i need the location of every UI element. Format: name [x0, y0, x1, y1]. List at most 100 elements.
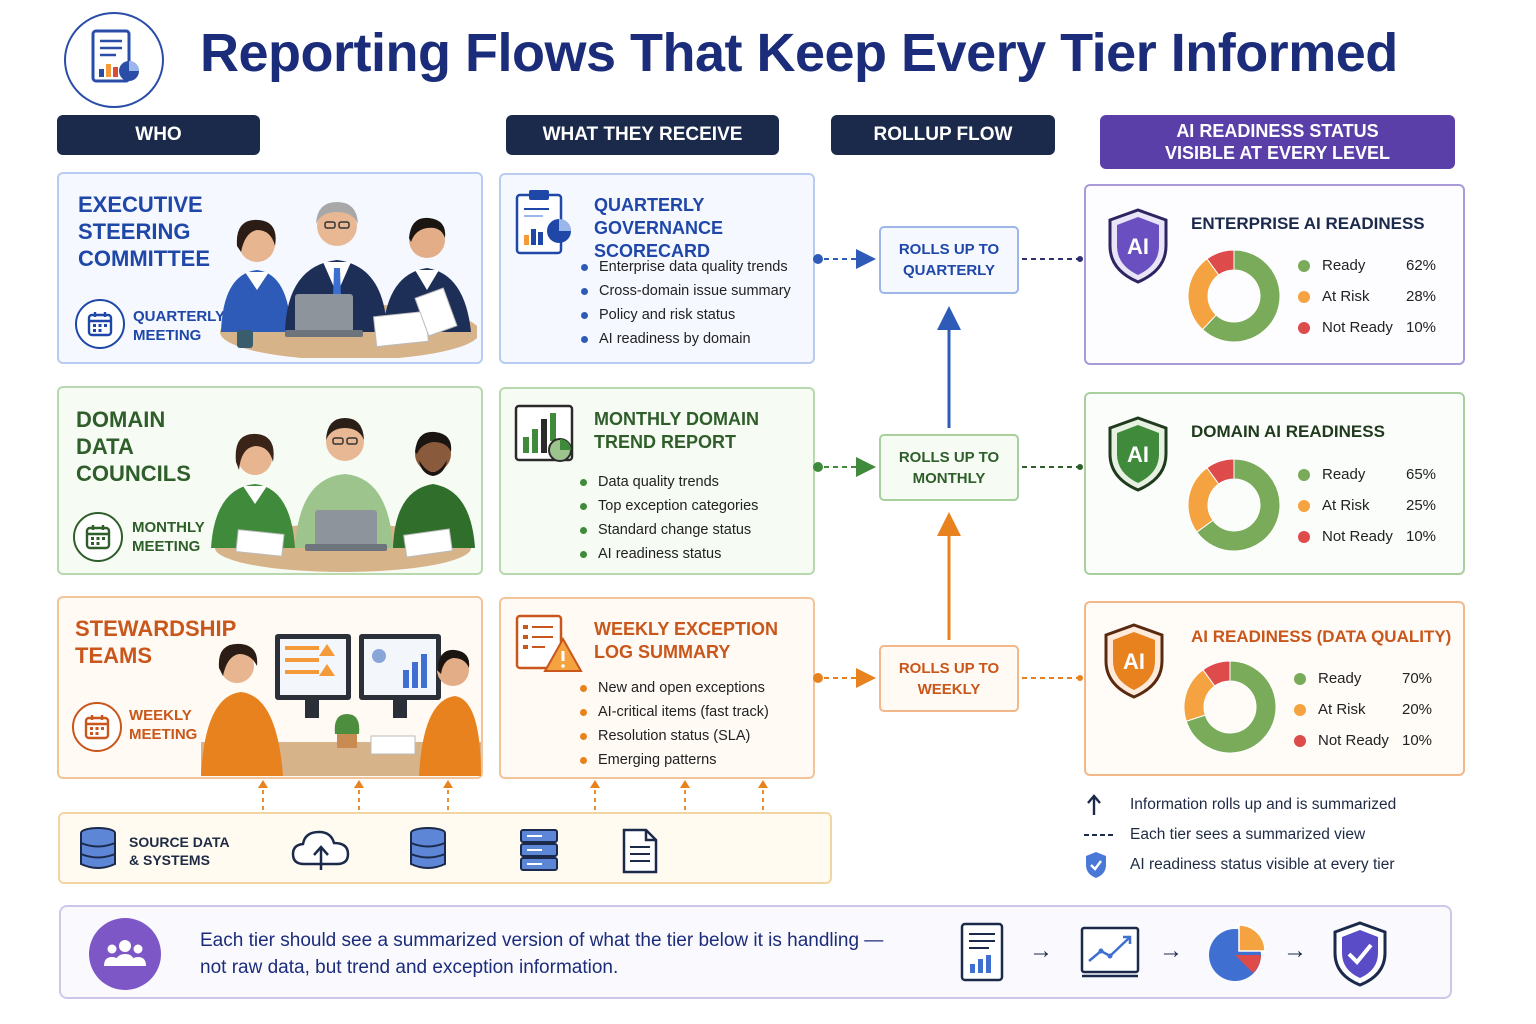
- donut-segment-ready: [1196, 458, 1281, 552]
- ai-shield-icon: AI: [1104, 623, 1164, 699]
- bullet-item: AI-critical items (fast track): [580, 700, 769, 724]
- domain-meeting-illustration: [211, 418, 475, 572]
- receive-title-line: WEEKLY EXCEPTION: [594, 619, 779, 639]
- receive-title: QUARTERLY GOVERNANCE SCORECARD: [594, 194, 813, 263]
- ai-badge-text: AI: [1127, 442, 1149, 467]
- server-icon: [520, 829, 558, 871]
- tier-name-line: COMMITTEE: [78, 246, 210, 271]
- bullet-list: Data quality trends Top exception catego…: [580, 470, 758, 566]
- trend-chart-icon: [1080, 926, 1140, 978]
- tier-name-line: TEAMS: [75, 643, 152, 668]
- executive-meeting-illustration: [220, 202, 477, 358]
- legend-label: Not Ready: [1322, 528, 1393, 545]
- exception-warning-icon: [515, 614, 583, 672]
- receive-card-monthly-trend: MONTHLY DOMAIN TREND REPORT Data quality…: [499, 387, 815, 575]
- legend-label: At Risk: [1322, 497, 1370, 514]
- clipboard-chart-icon: [515, 190, 571, 255]
- column-header-ai-line1: AI READINESS STATUS: [1176, 121, 1379, 141]
- team-icon: [89, 918, 161, 990]
- source-data-band: SOURCE DATA & SYSTEMS: [58, 812, 832, 884]
- ready-dot: [1298, 468, 1310, 481]
- legend-label: Not Ready: [1322, 319, 1393, 336]
- not-ready-dot: [1294, 734, 1306, 747]
- up-arrow-icon: [1084, 793, 1114, 817]
- calendar-icon: [73, 512, 123, 562]
- readiness-donut-chart: [1187, 458, 1281, 552]
- column-header-rollup-flow: ROLLUP FLOW: [831, 115, 1055, 155]
- legend-value: 25%: [1406, 497, 1437, 514]
- legend-label: At Risk: [1322, 288, 1370, 305]
- ready-dot: [1298, 259, 1310, 272]
- bullet-item: AI readiness status: [580, 542, 758, 566]
- meeting-frequency: MONTHLY MEETING: [132, 518, 205, 556]
- tier-name-line: DOMAIN: [76, 407, 166, 432]
- pie-chart-icon: [1209, 924, 1266, 981]
- donut-segment-not-ready: [1206, 249, 1235, 276]
- receive-card-quarterly-scorecard: QUARTERLY GOVERNANCE SCORECARD Enterpris…: [499, 173, 815, 364]
- summary-text-line: not raw data, but trend and exception in…: [200, 957, 619, 978]
- document-icon: [622, 828, 658, 874]
- key-row-rollup: Information rolls up and is summarized: [1084, 790, 1396, 820]
- shield-check-icon: [1333, 921, 1387, 987]
- bullet-list: Enterprise data quality trends Cross-dom…: [581, 255, 791, 351]
- ai-shield-icon: AI: [1108, 208, 1168, 284]
- database-icon: [410, 827, 446, 869]
- donut-segment-ready: [1201, 249, 1281, 343]
- receive-title: WEEKLY EXCEPTION LOG SUMMARY: [594, 618, 778, 664]
- rollup-line: WEEKLY: [917, 680, 981, 698]
- rollup-line: QUARTERLY: [903, 262, 995, 279]
- summary-text: Each tier should see a summarized versio…: [200, 927, 883, 981]
- tier-card-domain: DOMAIN DATA COUNCILS MONTHLY MEETING: [57, 386, 483, 575]
- report-icon: [960, 922, 1004, 982]
- legend-label: At Risk: [1318, 701, 1366, 718]
- bullet-item: Emerging patterns: [580, 748, 769, 772]
- source-label-line: SOURCE DATA: [129, 834, 230, 850]
- meeting-line: MEETING: [133, 327, 202, 344]
- legend-row-at-risk: At Risk 25%: [1298, 490, 1436, 521]
- donut-segment-not-ready: [1206, 458, 1235, 485]
- dashed-line-icon: [1084, 832, 1114, 838]
- page-title: Reporting Flows That Keep Every Tier Inf…: [200, 23, 1398, 83]
- meeting-line: MONTHLY: [132, 519, 205, 536]
- legend-label: Ready: [1318, 670, 1362, 687]
- ready-dot: [1294, 672, 1306, 685]
- legend-label: Ready: [1322, 466, 1366, 483]
- stewardship-workstation-illustration: [201, 634, 481, 776]
- bullet-item: Resolution status (SLA): [580, 724, 769, 748]
- at-risk-dot: [1294, 703, 1306, 716]
- diagram-key: Information rolls up and is summarized E…: [1084, 790, 1396, 880]
- ai-card-title: ENTERPRISE AI READINESS: [1191, 214, 1425, 233]
- database-icon: [80, 827, 116, 869]
- key-text: AI readiness status visible at every tie…: [1130, 856, 1395, 873]
- source-label-line: & SYSTEMS: [129, 852, 210, 868]
- meeting-frequency: QUARTERLY MEETING: [133, 307, 225, 345]
- report-logo-icon: [64, 12, 164, 108]
- column-header-ai-line2: VISIBLE AT EVERY LEVEL: [1164, 143, 1391, 163]
- key-text: Information rolls up and is summarized: [1130, 796, 1397, 813]
- tier-name-line: EXECUTIVE: [78, 192, 203, 217]
- legend-label: Not Ready: [1318, 732, 1389, 749]
- bullet-item: Standard change status: [580, 518, 758, 542]
- flow-arrow-icon: →: [1283, 937, 1307, 964]
- meeting-line: WEEKLY: [129, 707, 192, 724]
- key-text: Each tier sees a summarized view: [1130, 826, 1366, 843]
- bullet-item: Cross-domain issue summary: [581, 279, 791, 303]
- bullet-item: Top exception categories: [580, 494, 758, 518]
- legend-label: Ready: [1322, 257, 1366, 274]
- receive-title-line: SCORECARD: [594, 241, 711, 261]
- tier-name-line: STEWARDSHIP: [75, 616, 237, 641]
- tier-name-line: COUNCILS: [76, 461, 191, 486]
- rollup-line: ROLLS UP TO: [898, 659, 1000, 677]
- receive-title-line: MONTHLY DOMAIN: [594, 409, 760, 429]
- summary-text-line: Each tier should see a summarized versio…: [200, 930, 884, 951]
- key-row-ai-status: AI readiness status visible at every tie…: [1084, 850, 1396, 880]
